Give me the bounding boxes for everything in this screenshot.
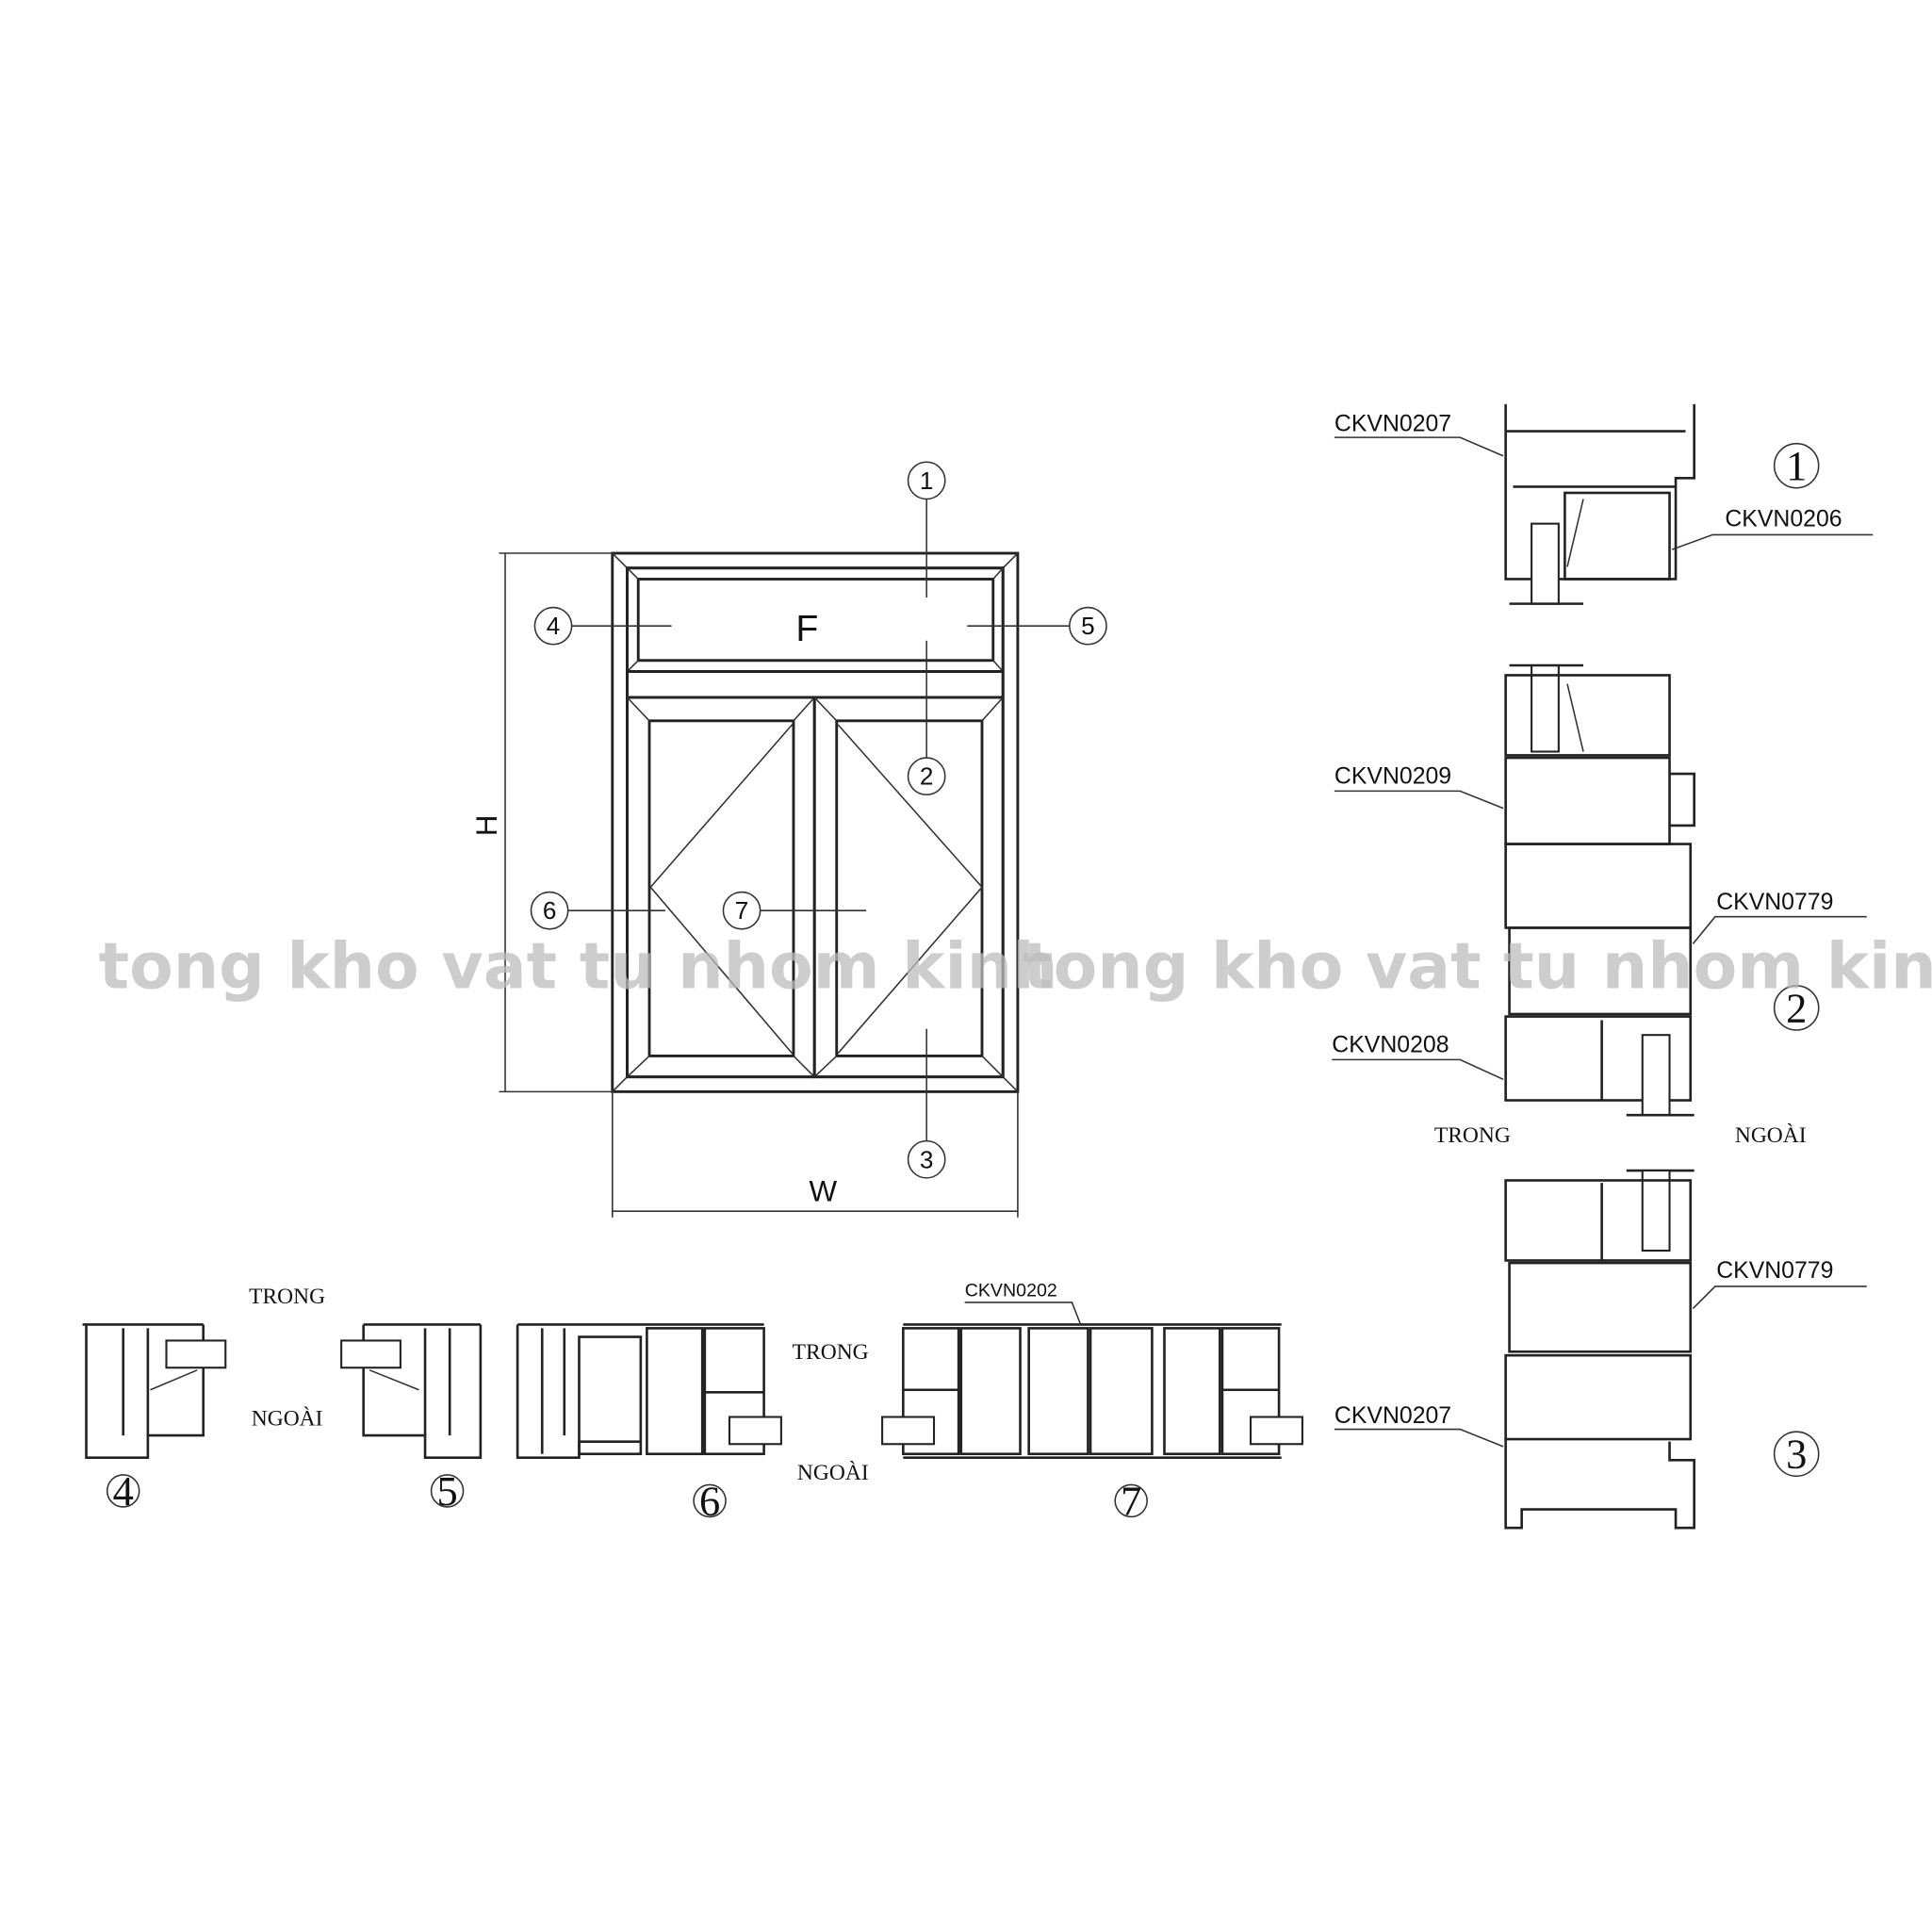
section-number-7: 7 (1121, 1477, 1141, 1524)
glass-pane (340, 1339, 401, 1369)
profile-label: CKVN0779 (1716, 1258, 1833, 1284)
profile-label: CKVN0207 (1334, 412, 1451, 437)
sash-profile (1508, 926, 1693, 1016)
section-4: 4 (82, 1323, 227, 1514)
callout-3: 3 (907, 1139, 946, 1179)
watermark: tong kho vat tu nhom kinh (99, 930, 1058, 1005)
svg-text:6: 6 (543, 896, 557, 925)
section-7: CKVN0202 7 (881, 1280, 1303, 1524)
section-1: CKVN0207 CKVN0206 1 (1334, 403, 1874, 605)
profile-label: CKVN0207 (1334, 1403, 1451, 1429)
outside-label: NGOÀI (1735, 1123, 1807, 1148)
section-6: 6 (516, 1323, 782, 1524)
left-sash-glass (647, 719, 795, 1057)
glass-pane (1641, 1034, 1671, 1117)
glass-pane (1531, 663, 1560, 753)
svg-text:3: 3 (1786, 1431, 1807, 1478)
left-sash (626, 696, 816, 1079)
right-sash-glass (835, 719, 984, 1057)
watermark: tong kho vat tu nhom kinh (1023, 930, 1932, 1005)
left-opening-indicator (649, 724, 794, 1055)
section-number-2: 2 (1773, 984, 1820, 1031)
section-3: CKVN0779 CKVN0207 3 (1334, 1169, 1867, 1530)
section-2: CKVN0209 CKVN0779 CKVN0208 2 TRONG NGOÀI (1332, 663, 1867, 1148)
profile-label: CKVN0779 (1716, 890, 1833, 915)
callout-1: 1 (907, 461, 946, 500)
glass-pane (1531, 522, 1560, 605)
svg-text:4: 4 (547, 612, 561, 640)
height-label: H (470, 815, 503, 837)
profile-label: CKVN0206 (1725, 506, 1842, 532)
right-opening-indicator (837, 724, 984, 1055)
svg-text:7: 7 (735, 896, 749, 925)
section-number-6: 6 (699, 1477, 720, 1524)
callout-2: 2 (907, 757, 946, 796)
section-number-1: 1 (1773, 442, 1820, 489)
outside-label: NGOÀI (797, 1461, 869, 1485)
right-sash (812, 696, 1005, 1079)
fixed-panel-label: F (795, 608, 818, 649)
svg-text:5: 5 (1081, 612, 1095, 640)
callout-5: 5 (1069, 606, 1107, 646)
glass-pane (165, 1339, 227, 1369)
profile-label: CKVN0209 (1334, 764, 1451, 790)
callout-6: 6 (530, 891, 569, 930)
glass-pane (881, 1416, 936, 1446)
svg-text:3: 3 (920, 1145, 934, 1173)
svg-text:1: 1 (1786, 442, 1807, 489)
width-label: W (810, 1175, 838, 1208)
outside-label: NGOÀI (252, 1407, 323, 1432)
glass-pane (1641, 1169, 1671, 1253)
section-number-3: 3 (1773, 1431, 1820, 1478)
transom-bar (626, 670, 1005, 699)
inside-label: TRONG (249, 1285, 325, 1309)
section-5: 5 (340, 1323, 483, 1514)
glass-pane (728, 1416, 782, 1446)
svg-text:1: 1 (920, 467, 934, 495)
inside-label: TRONG (1434, 1123, 1511, 1148)
profile-label: CKVN0202 (965, 1280, 1057, 1301)
svg-text:2: 2 (1786, 984, 1807, 1031)
callout-4: 4 (533, 606, 573, 646)
section-number-5: 5 (436, 1467, 457, 1514)
sash-profile (1508, 1261, 1693, 1353)
svg-text:2: 2 (920, 762, 934, 791)
glass-pane (1249, 1416, 1303, 1446)
section-number-4: 4 (113, 1467, 134, 1514)
profile-label: CKVN0208 (1332, 1033, 1449, 1058)
callout-7: 7 (722, 891, 761, 930)
fixed-panel-glass (636, 578, 995, 663)
outer-frame (611, 551, 1020, 1093)
inside-label: TRONG (793, 1340, 869, 1365)
window-elevation: F H W 1 2 3 4 5 6 7 (470, 461, 1107, 1218)
